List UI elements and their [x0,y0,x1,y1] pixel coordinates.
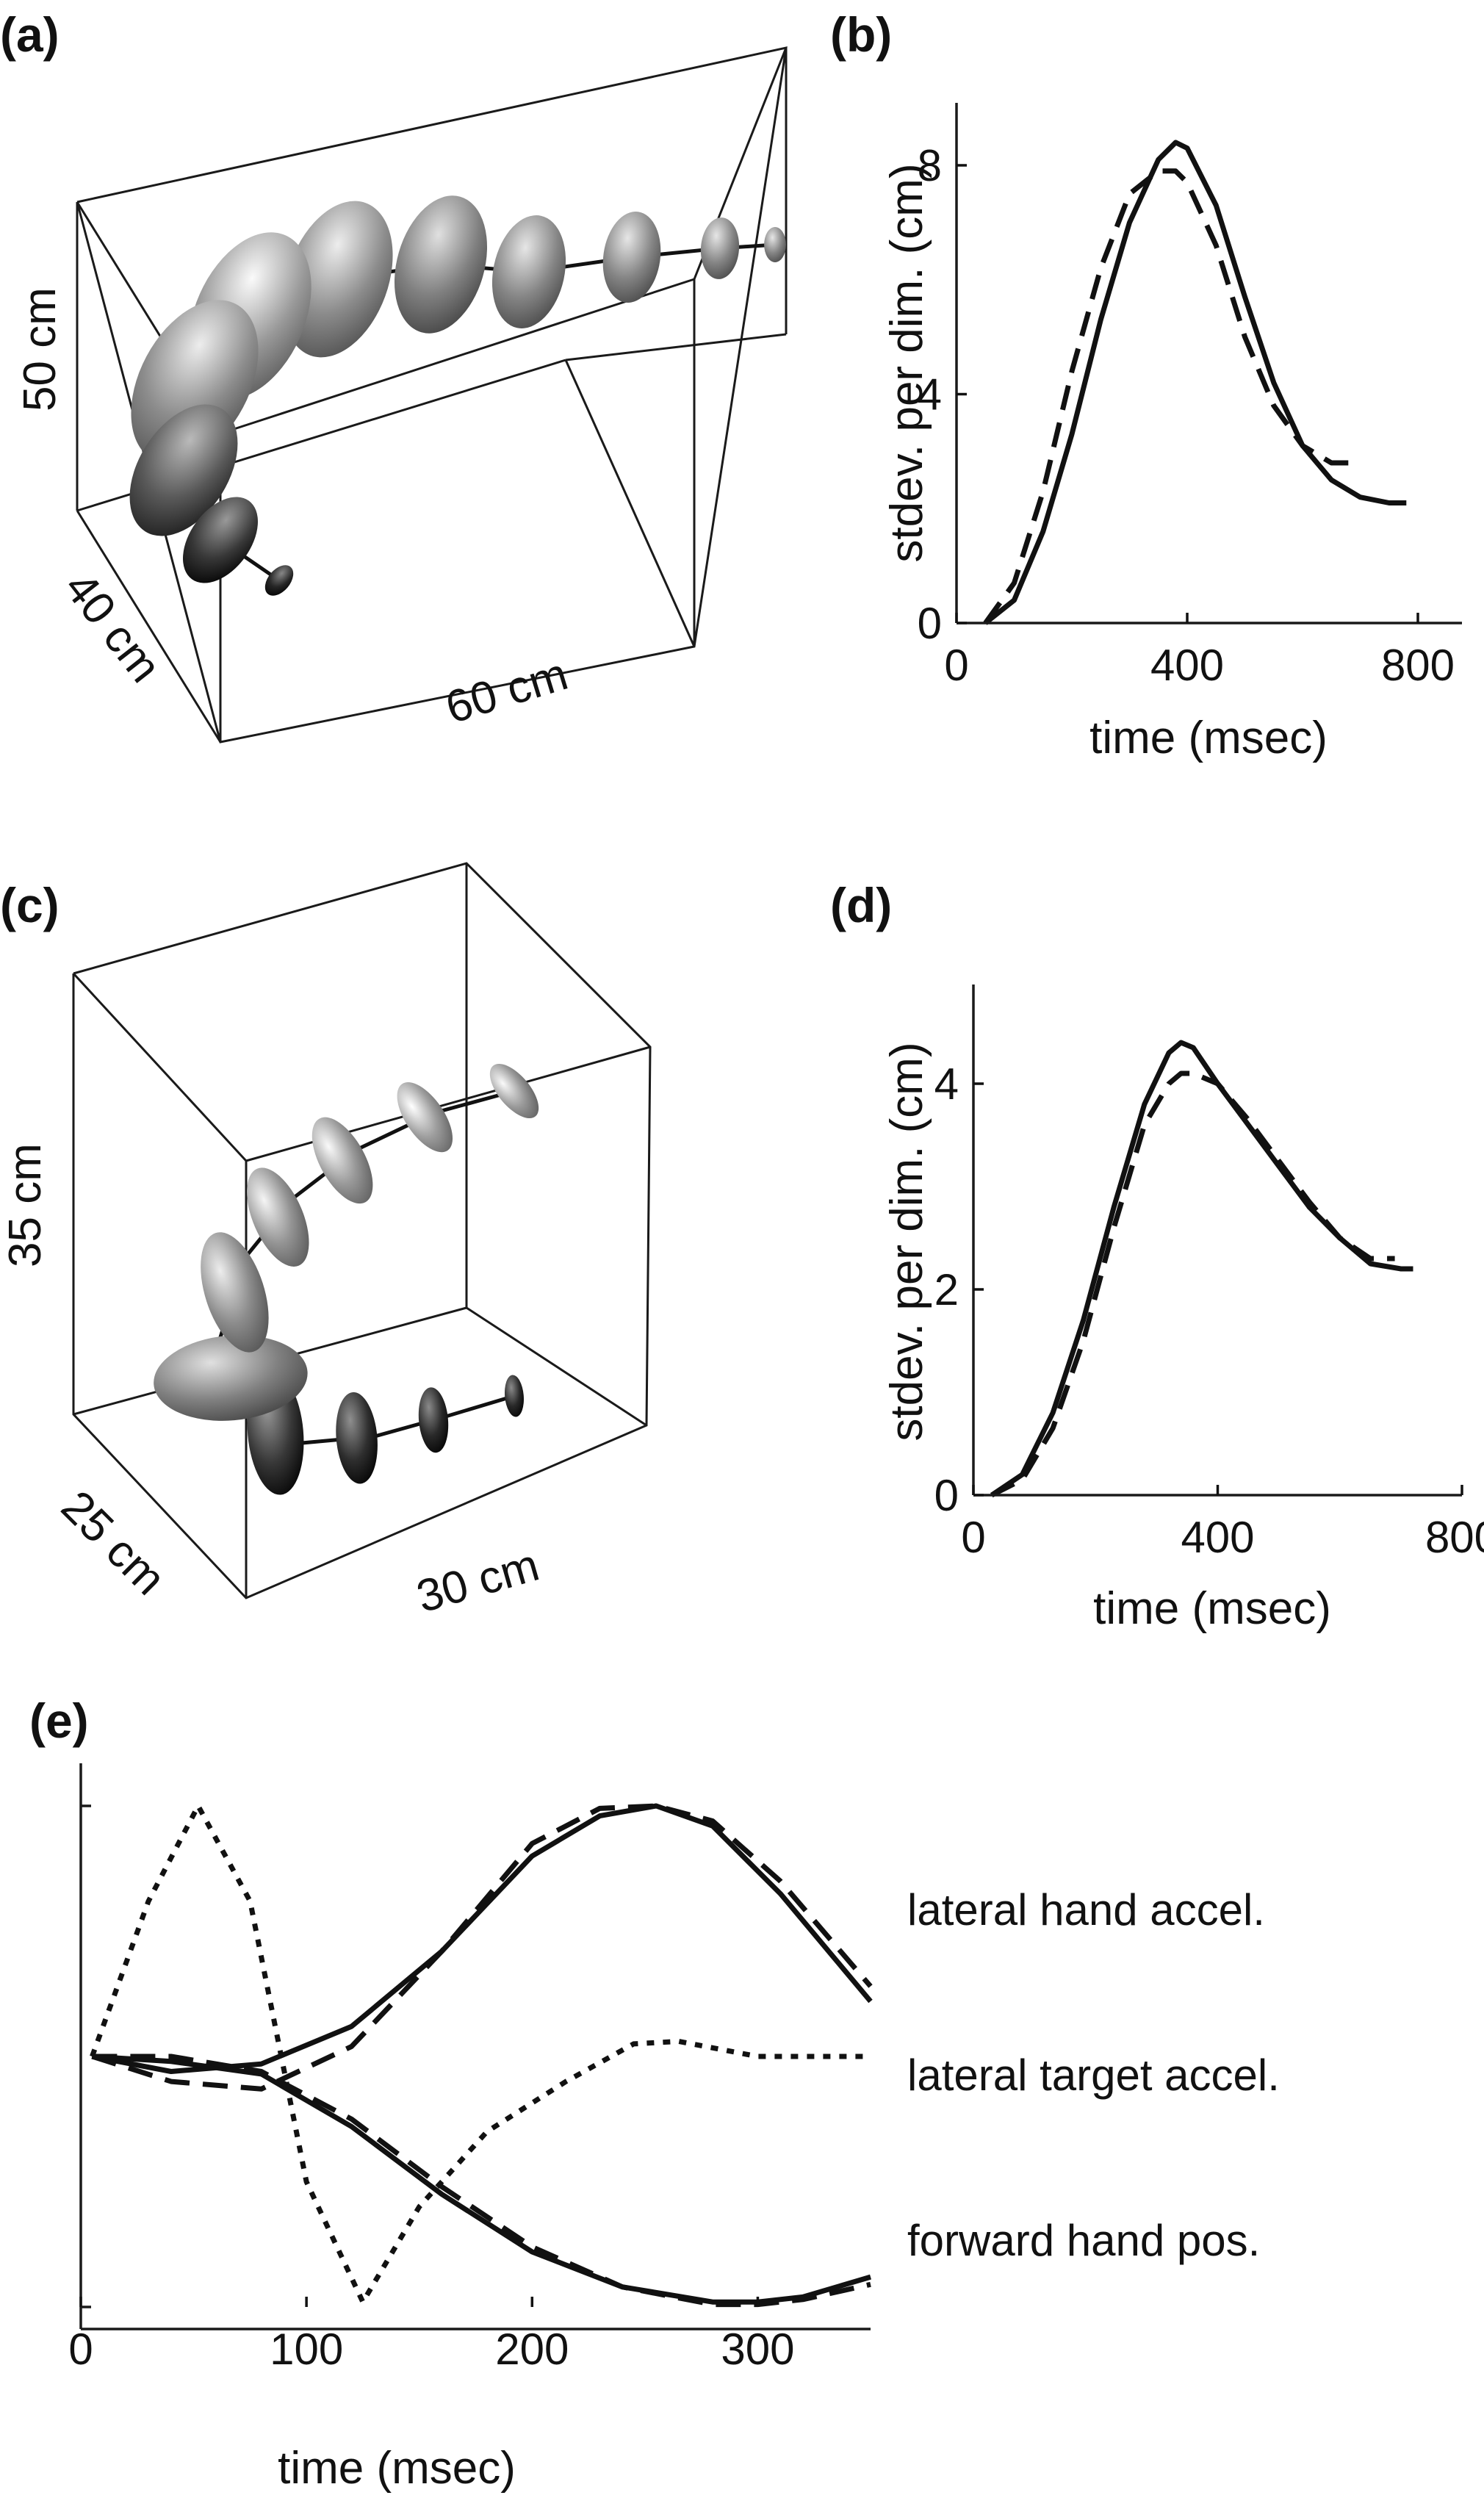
panel-c-dim-height: 35 cm [0,1143,51,1267]
panel-label-d: (d) [830,878,892,932]
chart-e-series-dashed-1 [91,1803,873,2092]
panel-a-ellipsoid [602,211,661,303]
chart-b-series-dashed-1 [983,168,1355,625]
chart-b-xtick-label: 400 [1150,641,1224,690]
panel-c-ellipsoids [154,1063,539,1495]
annotation-lateral-hand-accel: lateral hand accel. [907,1885,1265,1934]
chart-d-series-dashed-1 [990,1070,1395,1498]
panel-c-3d-box [72,862,652,1599]
chart-b-ytick-label: 4 [918,370,942,420]
chart-b-xtick-label: 800 [1381,641,1455,690]
panel-a-ellipsoid [264,565,294,596]
chart-e-series-dashed-4 [92,2054,871,2308]
panel-a-ellipsoid [183,497,258,583]
chart-b-ytick-label: 0 [918,599,942,648]
panel-label-e: (e) [29,1693,89,1748]
chart-e-series-solid-0 [91,1803,873,2074]
chart-e: 0 100 200 300 time (msec) lateral hand acce… [68,1763,1280,2494]
chart-b-xtick-label: 0 [944,641,968,690]
panel-a-ellipsoids [129,195,786,596]
annotation-lateral-target-accel: lateral target accel. [907,2051,1280,2100]
chart-e-series-dotted-2 [90,1803,871,2305]
panel-c-ellipsoid [489,1063,539,1119]
annotation-forward-hand-pos: forward hand pos. [907,2216,1260,2265]
panel-c-dim-width: 30 cm [411,1540,544,1623]
chart-b: 0 400 800 0 4 8 stdev. per dim. (cm) time (ms… [882,103,1462,763]
panel-a-dim-height: 50 cm [15,287,65,411]
panel-a-ellipsoid [491,215,566,328]
chart-e-xtick-label: 0 [68,2325,93,2374]
panel-c-ellipsoid [336,1392,378,1484]
panel-c-ellipsoid [201,1232,269,1353]
panel-c-ellipsoid [505,1375,524,1417]
chart-d-ytick-label: 4 [934,1059,959,1109]
chart-d: 0 400 800 0 2 4 stdev. per dim. (cm) time (ms… [882,985,1484,1634]
chart-e-xtick-label: 200 [495,2325,569,2374]
panel-a-ellipsoid [129,404,238,536]
panel-c-ellipsoid [154,1335,308,1421]
panel-c-ellipsoid [418,1387,449,1453]
panel-a-ellipsoid [700,217,740,279]
chart-d-ylabel: stdev. per dim. (cm) [882,1042,932,1441]
panel-label-b: (b) [830,7,892,62]
chart-b-ylabel: stdev. per dim. (cm) [882,163,932,562]
panel-a-ellipsoid [764,227,786,262]
chart-d-xtick-label: 0 [961,1513,985,1562]
chart-d-xlabel: time (msec) [1093,1583,1331,1634]
chart-d-ytick-label: 2 [934,1265,959,1314]
chart-d-xtick-label: 800 [1425,1513,1484,1562]
chart-d-series-solid-0 [990,1040,1413,1497]
chart-e-xlabel: time (msec) [278,2443,516,2494]
panel-c-ellipsoid [311,1117,373,1204]
chart-b-ytick-label: 8 [918,141,942,190]
chart-d-xtick-label: 400 [1181,1513,1254,1562]
panel-a-ellipsoid [394,195,488,334]
chart-b-xlabel: time (msec) [1089,713,1328,763]
panel-c-dim-depth: 25 cm [51,1481,175,1605]
chart-b-series-solid-0 [984,140,1407,625]
chart-e-series-solid-3 [92,2054,871,2305]
panel-label-c: (c) [0,878,60,932]
panel-a-dim-width: 60 cm [440,649,574,733]
panel-a-ellipsoid [283,201,393,358]
panel-a-dim-depth: 40 cm [54,563,170,692]
chart-d-ytick-label: 0 [934,1471,959,1520]
chart-e-xtick-label: 300 [721,2325,794,2374]
chart-e-xtick-label: 100 [270,2325,343,2374]
panel-c-ellipsoid [397,1081,453,1153]
panel-label-a: (a) [0,7,60,62]
panel-c-ellipsoid [247,1167,309,1267]
